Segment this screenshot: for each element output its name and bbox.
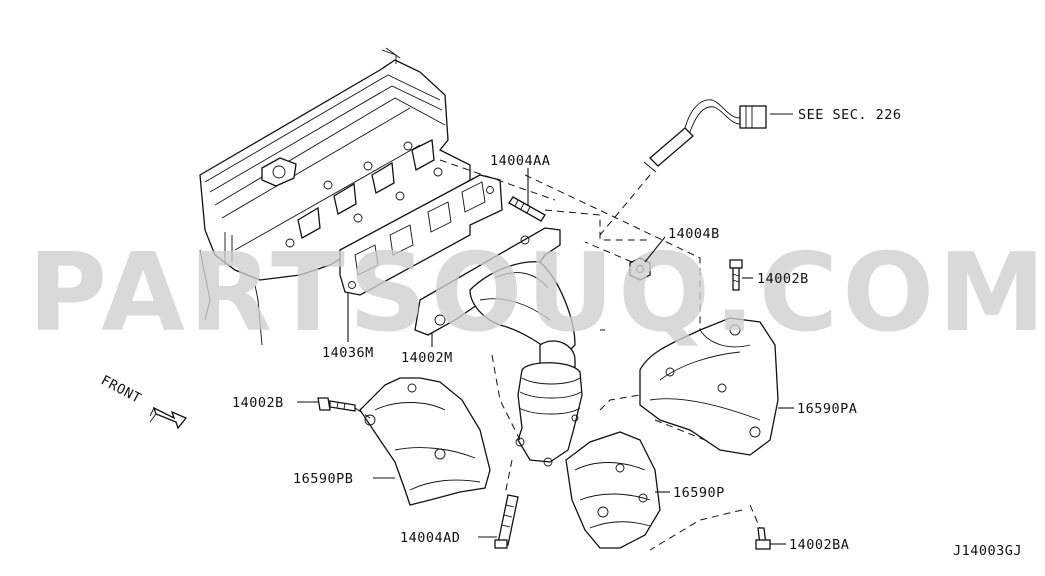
front-indicator: FRONT (98, 372, 188, 430)
label-14002ba: 14002BA (789, 537, 849, 553)
label-14002b-top: 14002B (757, 271, 809, 287)
label-16590p: 16590P (673, 485, 725, 501)
assembly-dashed-lines (354, 159, 761, 551)
label-14036m: 14036M (322, 345, 374, 361)
diagram-id: J14003GJ (953, 543, 1022, 559)
oxygen-sensor (643, 99, 767, 173)
front-label: FRONT (98, 372, 144, 406)
front-arrow-icon (149, 406, 188, 430)
label-14002m: 14002M (401, 350, 453, 366)
nut-14004b (629, 257, 651, 281)
engine-cylinder-head (199, 47, 471, 346)
label-14002b-left: 14002B (232, 395, 284, 411)
exhaust-manifold (414, 227, 583, 467)
heat-shield-16590p (565, 431, 661, 549)
stud-14004ad (494, 494, 519, 549)
bolt-14002b-top (729, 259, 743, 291)
label-14004b: 14004B (668, 226, 720, 242)
label-14004aa: 14004AA (490, 153, 550, 169)
bolt-14002ba (755, 527, 771, 550)
heat-shield-16590pb (359, 377, 491, 506)
see-section-label: SEE SEC. 226 (798, 107, 902, 123)
callouts: SEE SEC. 226 14004AA 14004B 14002B 14036… (232, 107, 902, 553)
watermark: PARTSOUQ.COM (28, 231, 1045, 356)
label-16590pb: 16590PB (293, 471, 353, 487)
bolt-14002b-left (317, 397, 356, 412)
stud-14004aa (508, 196, 546, 222)
label-14004ad: 14004AD (400, 530, 460, 546)
label-16590pa: 16590PA (797, 401, 857, 417)
